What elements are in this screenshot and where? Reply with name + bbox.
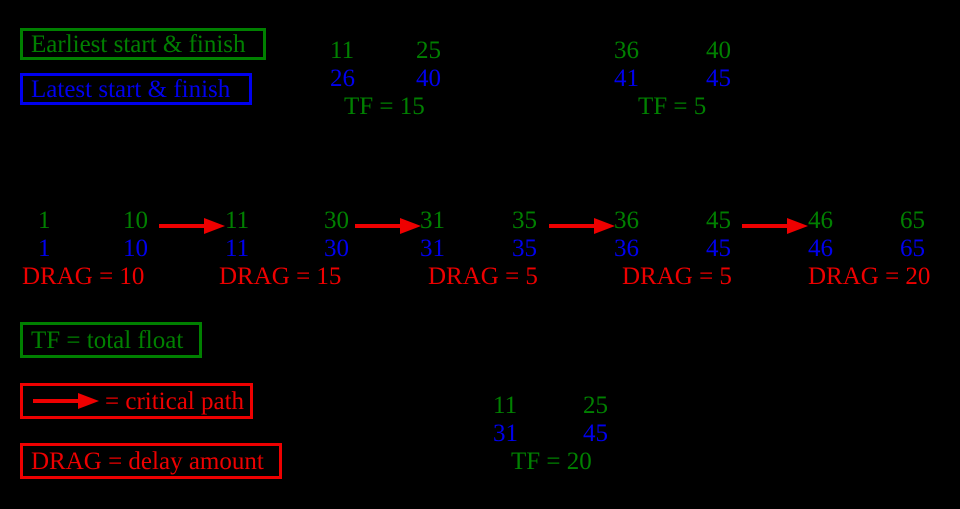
critical-node-5-drag: DRAG = 20 — [808, 263, 931, 290]
critical-node-4-drag: DRAG = 5 — [622, 263, 732, 290]
noncritical-node-1: 11 25 26 40 TF = 15 — [330, 37, 470, 120]
noncritical-node-3-early-start: 11 — [493, 392, 518, 419]
critical-node-2-late-start: 11 — [225, 235, 250, 262]
noncritical-node-3-total-float: TF = 20 — [511, 448, 592, 475]
noncritical-node-2: 36 40 41 45 TF = 5 — [614, 37, 754, 120]
noncritical-node-2-late-start: 41 — [614, 65, 639, 92]
critical-node-1-drag: DRAG = 10 — [22, 263, 145, 290]
noncritical-node-2-early-finish: 40 — [706, 37, 731, 64]
critical-node-4: 36 45 36 45 DRAG = 5 — [614, 207, 764, 290]
critical-node-1-early-start: 1 — [38, 207, 51, 234]
noncritical-node-1-early-finish: 25 — [416, 37, 441, 64]
critical-node-3: 31 35 31 35 DRAG = 5 — [420, 207, 570, 290]
noncritical-node-2-late-finish: 45 — [706, 65, 731, 92]
critical-node-3-late-finish: 35 — [512, 235, 537, 262]
noncritical-node-3-late-start: 31 — [493, 420, 518, 447]
critical-path-arrow-2 — [355, 217, 421, 235]
critical-path-arrow-1 — [159, 217, 225, 235]
critical-node-2-early-start: 11 — [225, 207, 250, 234]
legend-latest-start-finish: Latest start & finish — [20, 73, 252, 105]
arrow-right-icon — [31, 392, 99, 410]
critical-node-1-late-start: 1 — [38, 235, 51, 262]
legend-drag-definition: DRAG = delay amount — [20, 443, 282, 479]
critical-node-5-late-finish: 65 — [900, 235, 925, 262]
legend-critical-path-label: = critical path — [105, 387, 245, 415]
noncritical-node-1-early-start: 11 — [330, 37, 355, 64]
noncritical-node-2-total-float: TF = 5 — [638, 93, 707, 120]
critical-node-2: 11 30 11 30 DRAG = 15 — [219, 207, 375, 289]
critical-node-5-early-start: 46 — [808, 207, 833, 234]
noncritical-node-3: 11 25 31 45 TF = 20 — [493, 392, 633, 475]
critical-node-3-early-finish: 35 — [512, 207, 537, 234]
legend-drag-definition-label: DRAG = delay amount — [31, 447, 264, 475]
legend-total-float-label: TF = total float — [31, 326, 184, 354]
noncritical-node-3-early-finish: 25 — [583, 392, 608, 419]
critical-node-4-early-finish: 45 — [706, 207, 731, 234]
critical-path-arrow-3 — [549, 217, 615, 235]
noncritical-node-1-total-float: TF = 15 — [344, 93, 425, 120]
critical-node-4-early-start: 36 — [614, 207, 639, 234]
noncritical-node-3-late-finish: 45 — [583, 420, 608, 447]
legend-critical-path: = critical path — [20, 383, 253, 419]
critical-node-5-late-start: 46 — [808, 235, 833, 262]
critical-node-5-early-finish: 65 — [900, 207, 925, 234]
legend-earliest-start-finish-label: Earliest start & finish — [31, 30, 246, 58]
critical-path-arrow-4 — [742, 217, 808, 235]
noncritical-node-1-late-finish: 40 — [416, 65, 441, 92]
critical-node-4-late-finish: 45 — [706, 235, 731, 262]
critical-node-1: 1 10 1 10 DRAG = 10 — [22, 207, 188, 289]
legend-latest-start-finish-label: Latest start & finish — [31, 75, 231, 103]
critical-node-2-drag: DRAG = 15 — [219, 263, 342, 290]
noncritical-node-1-late-start: 26 — [330, 65, 355, 92]
critical-node-3-early-start: 31 — [420, 207, 445, 234]
critical-node-4-late-start: 36 — [614, 235, 639, 262]
legend-total-float: TF = total float — [20, 322, 202, 358]
critical-node-3-late-start: 31 — [420, 235, 445, 262]
critical-node-5: 46 65 46 65 DRAG = 20 — [808, 207, 958, 290]
critical-node-3-drag: DRAG = 5 — [428, 263, 538, 290]
critical-node-2-late-finish: 30 — [324, 235, 349, 262]
legend-earliest-start-finish: Earliest start & finish — [20, 28, 266, 60]
critical-node-2-early-finish: 30 — [324, 207, 349, 234]
critical-node-1-early-finish: 10 — [123, 207, 148, 234]
noncritical-node-2-early-start: 36 — [614, 37, 639, 64]
critical-node-1-late-finish: 10 — [123, 235, 148, 262]
